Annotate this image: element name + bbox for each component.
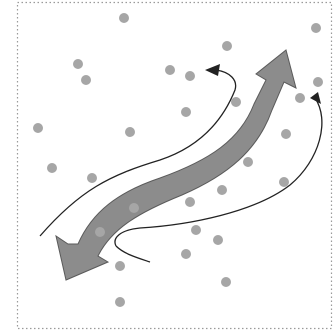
particle-dot-icon [95, 227, 105, 237]
particle-dot-icon [125, 127, 135, 137]
particle-dot-icon [181, 249, 191, 259]
particle-dot-icon [115, 261, 125, 271]
particle-dot-icon [81, 75, 91, 85]
particle-dot-icon [73, 59, 83, 69]
particle-dot-icon [243, 157, 253, 167]
main-double-arrow-body [56, 50, 296, 280]
lower-flow-tail-curl [116, 246, 150, 262]
particle-dot-icon [281, 129, 291, 139]
particle-dot-icon [119, 13, 129, 23]
particle-dot-icon [213, 235, 223, 245]
particle-dot-icon [129, 203, 139, 213]
particle-dot-icon [217, 185, 227, 195]
particle-dot-icon [47, 163, 57, 173]
particle-dot-icon [231, 97, 241, 107]
particle-dot-icon [221, 277, 231, 287]
particle-dot-icon [313, 77, 323, 87]
lower-flow-arrowhead-right [310, 92, 321, 104]
upper-flow-arrowhead [205, 64, 220, 76]
particle-dot-icon [279, 177, 289, 187]
particle-dot-icon [87, 173, 97, 183]
particle-dot-icon [181, 107, 191, 117]
particle-dot-icon [191, 225, 201, 235]
particle-dot-icon [222, 41, 232, 51]
particle-dot-icon [33, 123, 43, 133]
particle-dot-icon [165, 65, 175, 75]
particle-dot-icon [295, 93, 305, 103]
particle-dot-icon [311, 23, 321, 33]
particle-dot-icon [185, 197, 195, 207]
particle-dot-icon [185, 71, 195, 81]
particle-dot-icon [115, 297, 125, 307]
